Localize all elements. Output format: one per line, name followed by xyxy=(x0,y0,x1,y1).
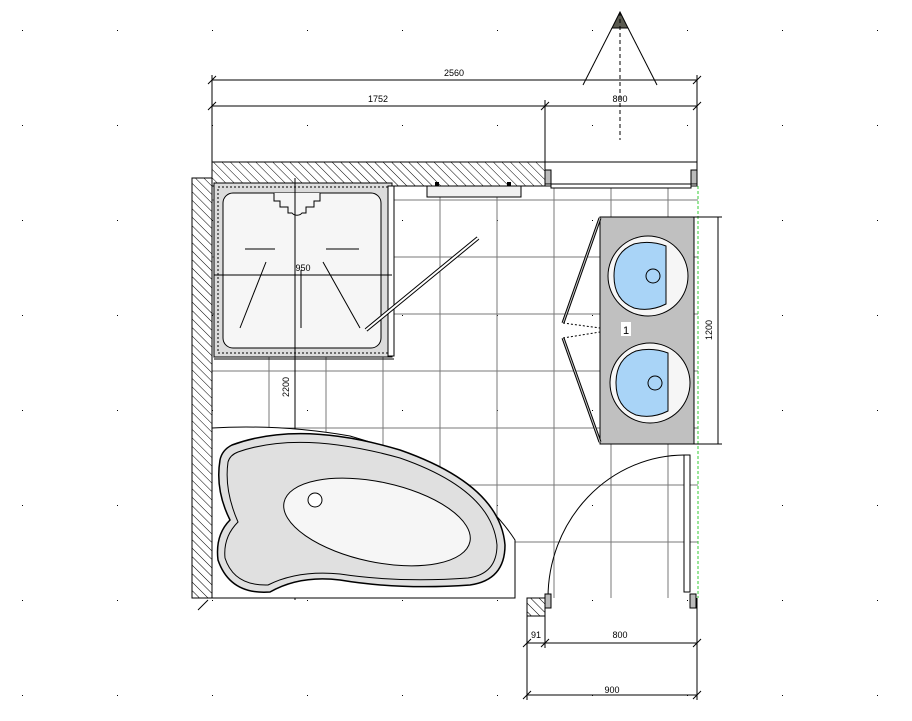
double-vanity[interactable]: 1 xyxy=(599,216,695,445)
sink-drain-icon xyxy=(645,268,661,284)
snap-dot xyxy=(782,220,783,221)
snap-dot xyxy=(307,410,308,411)
snap-dot xyxy=(22,315,23,316)
snap-dot xyxy=(592,505,593,506)
dimension-window-width: 800 xyxy=(612,94,627,104)
snap-dot xyxy=(782,30,783,31)
snap-dot xyxy=(22,600,23,601)
snap-dot xyxy=(307,695,308,696)
snap-dot xyxy=(307,30,308,31)
snap-dot xyxy=(402,220,403,221)
snap-dot xyxy=(592,30,593,31)
dimension-vanity-length: 1200 xyxy=(704,320,714,340)
snap-dot xyxy=(212,695,213,696)
snap-dot xyxy=(307,125,308,126)
snap-dot xyxy=(22,410,23,411)
snap-dot xyxy=(687,600,688,601)
top-wall[interactable] xyxy=(211,161,546,187)
snap-dot xyxy=(497,30,498,31)
snap-dot xyxy=(497,695,498,696)
window[interactable] xyxy=(544,106,698,189)
snap-dot xyxy=(117,695,118,696)
shower-drain-icon xyxy=(273,193,321,216)
snap-dot xyxy=(22,695,23,696)
snap-dot xyxy=(402,600,403,601)
shower-tray[interactable] xyxy=(213,182,395,360)
snap-dot xyxy=(782,125,783,126)
snap-dot xyxy=(592,315,593,316)
vanity-dimension-line xyxy=(694,216,722,445)
snap-dot xyxy=(22,125,23,126)
snap-dot xyxy=(877,220,878,221)
snap-dot xyxy=(402,125,403,126)
snap-dot xyxy=(782,695,783,696)
sink-drain-icon xyxy=(647,375,663,391)
snap-dot xyxy=(877,505,878,506)
snap-dot xyxy=(402,410,403,411)
snap-dot xyxy=(22,30,23,31)
shower-door[interactable] xyxy=(364,236,480,332)
snap-dot xyxy=(117,505,118,506)
snap-dot xyxy=(22,505,23,506)
snap-dot xyxy=(877,410,878,411)
dimension-room-depth: 2200 xyxy=(281,377,291,397)
snap-dot xyxy=(307,600,308,601)
snap-dot xyxy=(117,220,118,221)
dimension-door-opening-total: 900 xyxy=(604,685,619,695)
snap-dot xyxy=(117,315,118,316)
snap-dot xyxy=(22,220,23,221)
snap-dot xyxy=(117,125,118,126)
dimension-total-width: 2560 xyxy=(444,68,464,78)
snap-dot xyxy=(877,30,878,31)
snap-dot xyxy=(117,30,118,31)
snap-dot xyxy=(782,600,783,601)
snap-dot xyxy=(782,315,783,316)
dimension-door-width: 800 xyxy=(612,630,627,640)
vanity-tag-label: 1 xyxy=(623,325,629,337)
radiator[interactable] xyxy=(426,182,522,198)
dimension-shower-width: 950 xyxy=(295,263,310,273)
snap-dot xyxy=(592,600,593,601)
corner-bathtub[interactable] xyxy=(211,426,516,599)
bathtub-drain-icon xyxy=(307,492,323,508)
left-wall[interactable] xyxy=(191,177,213,599)
snap-dot xyxy=(687,125,688,126)
snap-dot xyxy=(592,125,593,126)
snap-dot xyxy=(497,125,498,126)
snap-dot xyxy=(117,410,118,411)
snap-dot xyxy=(877,125,878,126)
snap-dot xyxy=(592,220,593,221)
snap-dot xyxy=(212,30,213,31)
camera-viewpoint-icon[interactable] xyxy=(582,10,658,140)
vanity-cabinet-doors[interactable] xyxy=(561,217,602,443)
dimension-door-offset: 91 xyxy=(531,630,541,640)
snap-dot xyxy=(782,505,783,506)
snap-dot xyxy=(877,315,878,316)
bottom-dimension-lines xyxy=(522,598,702,700)
snap-dot xyxy=(402,695,403,696)
snap-dot xyxy=(497,600,498,601)
entry-door[interactable] xyxy=(526,454,697,617)
snap-dot xyxy=(877,695,878,696)
snap-dot xyxy=(402,30,403,31)
snap-dot xyxy=(782,410,783,411)
snap-dot xyxy=(687,30,688,31)
snap-dot xyxy=(877,600,878,601)
snap-dot xyxy=(117,600,118,601)
snap-dot xyxy=(592,410,593,411)
dimension-left-segment: 1752 xyxy=(368,94,388,104)
snap-dot xyxy=(212,600,213,601)
snap-dot xyxy=(402,315,403,316)
